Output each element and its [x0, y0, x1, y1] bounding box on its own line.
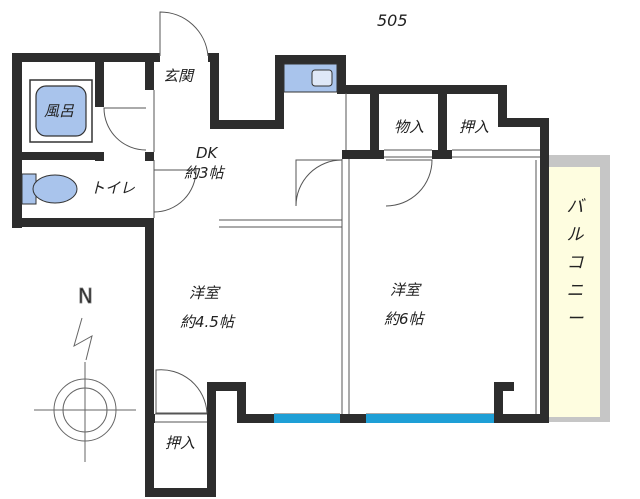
window-left-room: [274, 414, 340, 423]
bath-label: 風呂: [44, 102, 75, 120]
window-right-room: [366, 414, 494, 423]
closet-top-1-label: 物入: [394, 118, 424, 136]
toilet-door: [153, 169, 197, 213]
closet-bottom-label: 押入: [165, 434, 195, 452]
door-swings: [103, 11, 433, 414]
toilet-fixture: [21, 173, 78, 205]
bottom-closet-door: [155, 369, 208, 414]
balcony-char-4: ニ: [567, 281, 584, 301]
dk-name-label: DK: [196, 144, 219, 162]
toilet-label: トイレ: [90, 179, 135, 197]
entrance-door: [159, 11, 209, 57]
unit-number: 505: [377, 11, 408, 30]
western-right-name-label: 洋室: [390, 281, 422, 299]
bath-door: [103, 107, 147, 151]
balcony-char-5: ー: [567, 309, 585, 329]
western-right-size-label: 約6帖: [384, 310, 426, 328]
compass-north-arrow: [73, 317, 93, 361]
kitchen-sink: [283, 63, 338, 93]
balcony-char-1: バ: [567, 197, 587, 217]
dk-right-door: [295, 159, 343, 207]
dk-size-label: 約3帖: [184, 164, 226, 182]
entrance-label: 玄関: [163, 67, 195, 85]
closet-top-2-label: 押入: [459, 118, 489, 136]
right-room-closet-door: [385, 159, 433, 207]
interior-lines: [153, 90, 540, 423]
compass-north-label: N: [78, 284, 93, 308]
balcony-floor: [548, 167, 600, 417]
balcony-char-2: ル: [567, 225, 585, 245]
walls: [12, 53, 549, 497]
balcony: バ ル コ ニ ー: [548, 155, 610, 422]
western-left-name-label: 洋室: [189, 284, 221, 302]
western-left-size-label: 約4.5帖: [180, 313, 236, 331]
compass: N: [34, 284, 136, 462]
bathtub: 風呂: [29, 79, 93, 143]
windows: [274, 414, 494, 423]
balcony-char-3: コ: [567, 253, 585, 273]
